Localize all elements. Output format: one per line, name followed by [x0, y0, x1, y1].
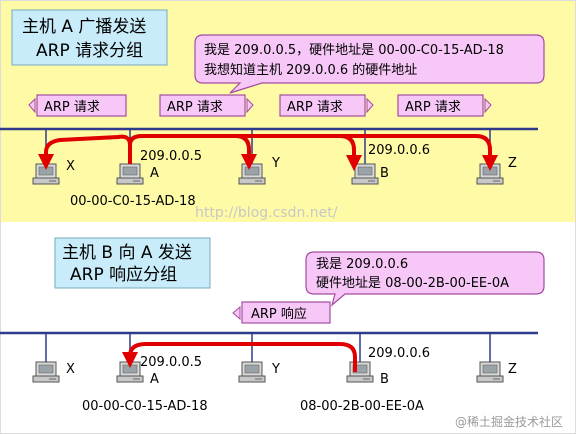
watermark-center: http://blog.csdn.net/: [195, 205, 338, 221]
top-packet-1-label: ARP 请求: [44, 100, 100, 115]
top-packet-3: ARP 请求: [279, 94, 374, 117]
bottom-title-line2: ARP 响应分组: [70, 265, 177, 285]
top-callout: [194, 34, 545, 94]
bottom-host-b-ip: 209.0.0.6: [368, 346, 430, 361]
top-host-a-mac: 00-00-C0-15-AD-18: [70, 194, 196, 209]
bottom-host-b-name: B: [380, 372, 389, 387]
bottom-host-a-mac: 00-00-C0-15-AD-18: [82, 399, 208, 414]
bottom-title-box: [54, 237, 211, 289]
top-title-line2: ARP 请求分组: [36, 41, 143, 61]
top-packet-4-label: ARP 请求: [405, 100, 461, 115]
top-packet-2: ARP 请求: [159, 94, 254, 117]
top-host-x-name: X: [66, 159, 75, 174]
bottom-callout-line1: 我是 209.0.0.6: [316, 257, 408, 272]
bottom-host-z-name: Z: [508, 362, 517, 377]
bottom-callout: [305, 251, 545, 307]
bottom-packet-label: ARP 响应: [251, 306, 307, 322]
top-host-z-computer-icon: [476, 163, 504, 185]
bottom-host-y-computer-icon: [238, 361, 266, 383]
top-title-box: [11, 9, 168, 66]
top-callout-line2: 我想知道主机 209.0.0.6 的硬件地址: [204, 62, 417, 78]
watermark-corner: @稀土掘金技术社区: [455, 414, 563, 429]
top-packet-1: ARP 请求: [28, 94, 127, 117]
bottom-host-a-name: A: [150, 372, 159, 387]
top-packet-3-label: ARP 请求: [287, 100, 343, 115]
top-title-line1: 主机 A 广播发送: [22, 17, 146, 37]
bottom-host-b-mac: 08-00-2B-00-EE-0A: [300, 399, 424, 414]
bottom-packet: ARP 响应: [232, 301, 331, 324]
top-host-y-name: Y: [271, 156, 280, 171]
bottom-host-b-computer-icon: [346, 361, 374, 383]
top-packet-4: ARP 请求: [397, 94, 492, 117]
top-host-a-computer-icon: [116, 163, 144, 185]
bottom-host-y-name: Y: [271, 362, 280, 377]
bottom-host-x-name: X: [66, 362, 75, 377]
bottom-arrow-b-to-a: [122, 342, 357, 372]
bottom-title-line1: 主机 B 向 A 发送: [62, 243, 192, 263]
bottom-host-x-computer-icon: [32, 361, 60, 383]
top-packet-2-label: ARP 请求: [167, 100, 223, 115]
top-host-a-name: A: [150, 166, 159, 181]
top-host-b-name: B: [380, 166, 389, 181]
bottom-host-a-ip: 209.0.0.5: [140, 355, 202, 370]
top-host-y-computer-icon: [238, 163, 266, 185]
top-callout-line1: 我是 209.0.0.5，硬件地址是 00-00-C0-15-AD-18: [204, 43, 504, 58]
top-host-a-ip: 209.0.0.5: [140, 149, 202, 164]
top-host-x-computer-icon: [32, 163, 60, 185]
top-host-z-name: Z: [508, 156, 517, 171]
bottom-callout-line2: 硬件地址是 08-00-2B-00-EE-0A: [316, 276, 509, 291]
top-host-b-ip: 209.0.0.6: [368, 143, 430, 158]
top-arrow-to-z: [240, 134, 498, 171]
bottom-host-z-computer-icon: [476, 361, 504, 383]
top-host-b-computer-icon: [351, 163, 379, 185]
